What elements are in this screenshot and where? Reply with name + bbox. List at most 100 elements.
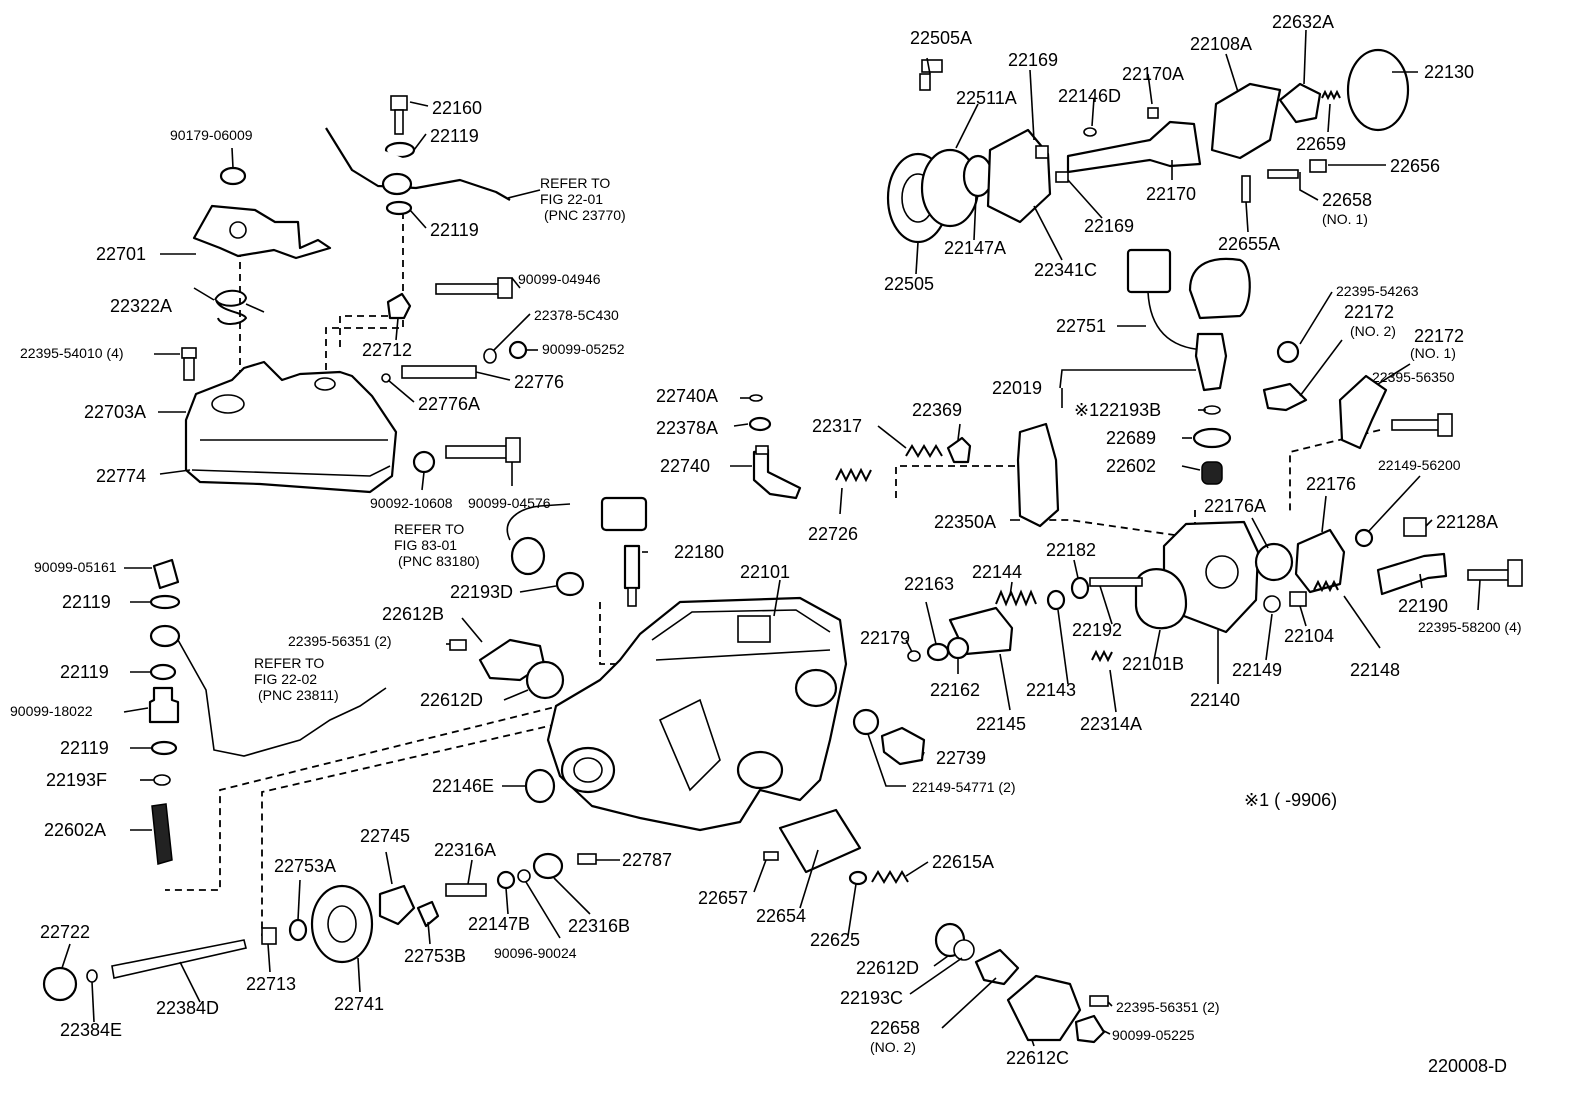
bolt-22395-54010 <box>181 347 197 359</box>
part-label: 22160 <box>432 98 482 118</box>
filter-22602A <box>151 803 173 865</box>
gear-22341C <box>986 128 1052 224</box>
nut-90099-05161 <box>152 558 180 590</box>
part-label: 22143 <box>1026 680 1076 700</box>
part-label: (NO. 1) <box>1322 211 1368 227</box>
part-label: 22511A <box>956 88 1017 108</box>
pin-22655A <box>1241 175 1251 203</box>
nut-90092-10608 <box>412 450 436 474</box>
part-label: 22147A <box>944 238 1006 258</box>
bracket-22172b <box>1338 374 1388 450</box>
part-label: 22130 <box>1424 62 1474 82</box>
part-label: (NO. 2) <box>1350 323 1396 339</box>
gasket-22176A <box>1254 542 1294 582</box>
pin-22146D <box>1083 127 1097 137</box>
weight-22745 <box>378 884 416 926</box>
washer-90096 <box>517 869 531 883</box>
bolt-90099-04946 <box>435 283 503 295</box>
clip-22740A <box>749 394 763 402</box>
screw-22104 <box>1289 591 1307 607</box>
cover-22130 <box>1346 48 1410 132</box>
part-label: 22378A <box>656 418 718 438</box>
screw-22787 <box>577 853 597 865</box>
part-label: 22776 <box>514 372 564 392</box>
spring-22659 <box>1321 89 1341 101</box>
nut-90099-05225 <box>1074 1014 1106 1044</box>
part-label: 22172 <box>1414 326 1464 346</box>
part-label: 90099-05225 <box>1112 1027 1195 1043</box>
cap-22751 <box>1188 257 1251 320</box>
part-label: 22193F <box>46 770 107 790</box>
pin-22658a <box>1267 169 1299 179</box>
part-label: 22787 <box>622 850 672 870</box>
seal-22146E <box>524 768 556 804</box>
part-label: 22612C <box>1006 1048 1069 1068</box>
part-label: 22612D <box>856 958 919 978</box>
part-label: 22726 <box>808 524 858 544</box>
valve-22739 <box>880 726 926 766</box>
oring-22193D <box>555 571 585 597</box>
oring-22193C <box>953 939 975 961</box>
part-label: 22172 <box>1344 302 1394 322</box>
plunger-22192 <box>1089 577 1143 587</box>
part-label: 22176A <box>1204 496 1266 516</box>
part-label: 22179 <box>860 628 910 648</box>
part-label: 22169 <box>1084 216 1134 236</box>
washer-22119d <box>149 663 177 681</box>
part-label: 22147B <box>468 914 530 934</box>
part-label: 22739 <box>936 748 986 768</box>
leader-lines <box>61 29 1481 1047</box>
washer-22625 <box>848 870 868 886</box>
washer-22753B <box>416 900 440 928</box>
part-label: 22656 <box>1390 156 1440 176</box>
part-label: 22625 <box>810 930 860 950</box>
spring-22148 <box>1313 579 1339 593</box>
part-label: 22753B <box>404 946 466 966</box>
valve-22176 <box>1294 528 1346 594</box>
part-label: 22740A <box>656 386 718 406</box>
part-label: 22169 <box>1008 50 1058 70</box>
gasket-22612D <box>525 660 565 700</box>
part-label: 22193C <box>840 988 903 1008</box>
governor-cover-22703A <box>184 360 398 494</box>
washer-22119b <box>385 200 413 216</box>
part-label: 22654 <box>756 906 806 926</box>
part-label: 22612B <box>382 604 444 624</box>
spring-22322A <box>214 289 248 325</box>
bolt-22395-56351a <box>449 639 467 651</box>
bolt-90099-04576 <box>445 445 511 459</box>
spring-22615A <box>871 870 909 884</box>
part-label: 22108A <box>1190 34 1252 54</box>
washer-22182 <box>1070 576 1090 600</box>
nut-22712 <box>386 292 412 320</box>
part-label: 22316A <box>434 840 496 860</box>
washer-22378A <box>748 416 772 432</box>
washer-22143 <box>1046 589 1066 611</box>
gasket-22774 <box>191 465 391 477</box>
bracket-22172a <box>1262 382 1308 412</box>
part-label: 22350A <box>934 512 996 532</box>
part-label: (NO. 1) <box>1410 345 1456 361</box>
part-label: 22170A <box>1122 64 1184 84</box>
reference-notes: REFER TO FIG 22-01 (PNC 23770) REFER TO … <box>254 175 1507 1076</box>
part-label: 22712 <box>362 340 412 360</box>
part-label: 22314A <box>1080 714 1142 734</box>
part-label: 22119 <box>430 220 479 240</box>
plug-22128A <box>1403 517 1427 537</box>
part-label: 90099-04946 <box>518 271 601 287</box>
refer-note-22-01: REFER TO FIG 22-01 (PNC 23770) <box>540 175 626 223</box>
fitting-90099-18022 <box>148 686 180 724</box>
shaft-22316A <box>445 883 487 897</box>
sleeve-22316B <box>532 852 564 880</box>
part-label: 90099-04576 <box>468 495 551 511</box>
timer-cover-22612C <box>1006 974 1082 1042</box>
part-label: 22395-54010 (4) <box>20 345 124 361</box>
part-label: 22776A <box>418 394 480 414</box>
key-22170A <box>1147 107 1159 119</box>
part-label: 22395-54263 <box>1336 283 1419 299</box>
plug-22656 <box>1309 159 1327 173</box>
part-label: 22701 <box>96 244 146 264</box>
pin-22658b <box>974 948 1020 986</box>
piston-22654 <box>778 808 862 874</box>
